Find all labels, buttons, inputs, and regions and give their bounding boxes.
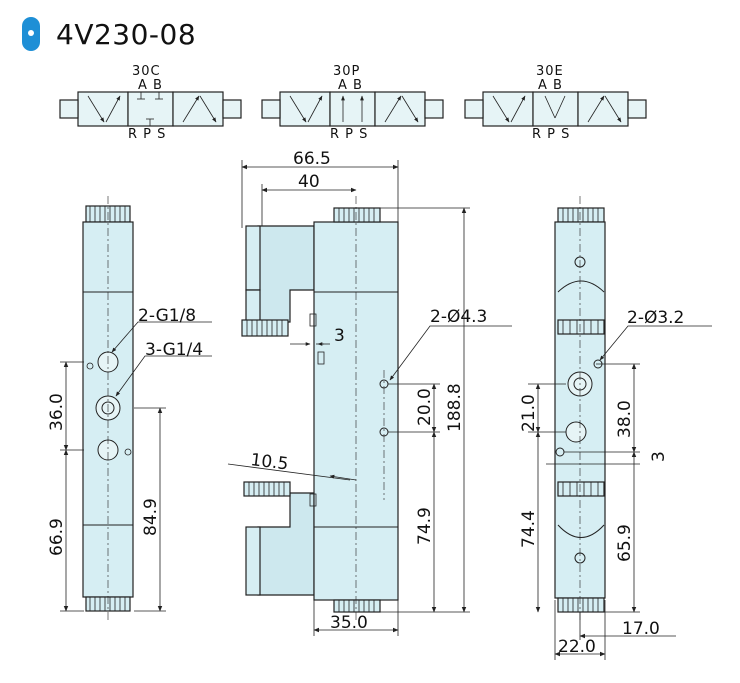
dim-10-5: 10.5 bbox=[249, 450, 289, 474]
title-bullet-icon bbox=[22, 17, 40, 51]
valve-symbol-30c: 30C A B R P S bbox=[59, 64, 242, 142]
dim-66-9: 66.9 bbox=[47, 518, 67, 556]
title-block: 4V230-08 bbox=[22, 14, 196, 54]
page-title: 4V230-08 bbox=[56, 17, 197, 51]
dim-3-right: 3 bbox=[649, 451, 669, 462]
dim-65-9: 65.9 bbox=[615, 524, 635, 562]
symbol-top-ports: A B bbox=[338, 78, 363, 93]
symbol-code: 30C bbox=[132, 64, 161, 79]
dim-66-5: 66.5 bbox=[293, 149, 331, 169]
right-view bbox=[528, 196, 712, 660]
middle-view bbox=[227, 160, 512, 636]
dim-20: 20.0 bbox=[415, 388, 435, 426]
left-view bbox=[60, 196, 212, 620]
label-2-hole-4-3: 2-Ø4.3 bbox=[430, 307, 487, 327]
dim-35: 35.0 bbox=[330, 613, 368, 633]
valve-symbol-30p: 30P A B R P S bbox=[261, 64, 444, 142]
dim-188-8: 188.8 bbox=[445, 383, 465, 432]
dim-3-middle: 3 bbox=[334, 326, 345, 346]
symbol-bottom-ports: R P S bbox=[330, 127, 368, 142]
dim-22: 22.0 bbox=[558, 637, 596, 657]
dim-84-9: 84.9 bbox=[141, 498, 161, 536]
symbol-code: 30E bbox=[536, 64, 564, 79]
dim-21: 21.0 bbox=[519, 394, 539, 432]
symbol-code: 30P bbox=[333, 64, 360, 79]
symbol-top-ports: A B bbox=[538, 78, 563, 93]
label-2-g18: 2-G1/8 bbox=[138, 306, 196, 326]
symbol-bottom-ports: R P S bbox=[532, 127, 570, 142]
symbol-bottom-ports: R P S bbox=[128, 127, 166, 142]
dim-74-4: 74.4 bbox=[519, 510, 539, 548]
valve-symbol-30e: 30E A B R P S bbox=[464, 64, 647, 142]
dim-40: 40 bbox=[298, 172, 320, 192]
label-3-g14: 3-G1/4 bbox=[145, 340, 203, 360]
label-2-hole-3-2: 2-Ø3.2 bbox=[627, 308, 684, 328]
dim-74-9: 74.9 bbox=[415, 507, 435, 545]
symbol-top-ports: A B bbox=[138, 78, 163, 93]
dim-36: 36.0 bbox=[47, 393, 67, 431]
dim-17: 17.0 bbox=[622, 619, 660, 639]
dim-38: 38.0 bbox=[615, 400, 635, 438]
